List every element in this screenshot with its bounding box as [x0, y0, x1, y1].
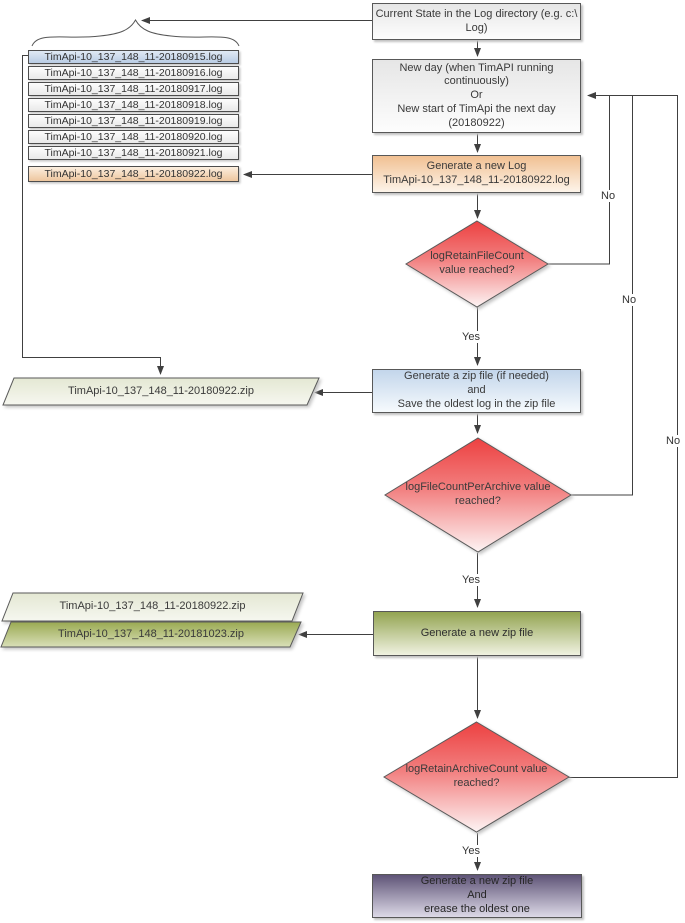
edge-label-yes: Yes	[460, 845, 482, 857]
edge-label-yes: Yes	[460, 574, 482, 586]
edge-label-yes: Yes	[460, 331, 482, 343]
node-new-day: New day (when TimAPI running continuousl…	[372, 59, 581, 133]
edge-label-no: No	[599, 190, 618, 202]
node-current-state: Current State in the Log directory (e.g.…	[372, 3, 581, 40]
log-file-item: TimApi-10_137_148_11-20180917.log	[28, 82, 239, 96]
decision-label: logRetainArchiveCount value reached?	[405, 763, 548, 789]
log-file-item: TimApi-10_137_148_11-20180921.log	[28, 146, 239, 160]
decision-log-retain-file-count: logRetainFileCount value reached?	[405, 220, 549, 308]
node-generate-new-zip: Generate a new zip file	[373, 611, 581, 656]
node-generate-log: Generate a new Log TimApi-10_137_148_11-…	[372, 155, 581, 193]
decision-log-retain-archive-count: logRetainArchiveCount value reached?	[383, 721, 570, 833]
zip-file-label: TimApi-10_137_148_11-20181023.zip	[58, 627, 244, 640]
zip-stack-bottom-node: TimApi-10_137_148_11-20181023.zip	[0, 621, 302, 648]
log-file-item: TimApi-10_137_148_11-20180920.log	[28, 130, 239, 144]
arrow-loglist-to-zipfile	[22, 55, 164, 375]
zip-file-label: TimApi-10_137_148_11-20180922.zip	[59, 600, 246, 613]
node-generate-zip-erase: Generate a new zip file And erease the o…	[372, 874, 582, 918]
arrow-decision2-no-loop	[570, 95, 633, 496]
log-file-item: TimApi-10_137_148_11-20180915.log	[28, 50, 239, 64]
brace-curly	[31, 18, 240, 47]
edge-label-no: No	[664, 435, 683, 447]
log-file-item: TimApi-10_137_148_11-20180919.log	[28, 114, 239, 128]
node-generate-zip: Generate a zip file (if needed) and Save…	[372, 369, 581, 413]
log-file-list: TimApi-10_137_148_11-20180915.log TimApi…	[28, 50, 239, 162]
log-file-item: TimApi-10_137_148_11-20180916.log	[28, 66, 239, 80]
log-file-item-new: TimApi-10_137_148_11-20180922.log	[28, 166, 239, 182]
decision-label: logRetainFileCount value reached?	[430, 250, 524, 276]
arrow-decision3-no-loop	[568, 95, 678, 778]
log-file-item: TimApi-10_137_148_11-20180918.log	[28, 98, 239, 112]
edge-label-no: No	[620, 294, 639, 306]
zip-file-label: TimApi-10_137_148_11-20180922.zip	[68, 384, 254, 397]
decision-label: logFileCountPerArchive value reached?	[405, 481, 551, 507]
zip-stack-top-node: TimApi-10_137_148_11-20180922.zip	[1, 592, 304, 622]
arrow-decision1-no-loop	[548, 92, 610, 265]
zip-file-node: TimApi-10_137_148_11-20180922.zip	[2, 377, 320, 406]
decision-log-file-count-per-archive: logFileCountPerArchive value reached?	[384, 437, 572, 553]
